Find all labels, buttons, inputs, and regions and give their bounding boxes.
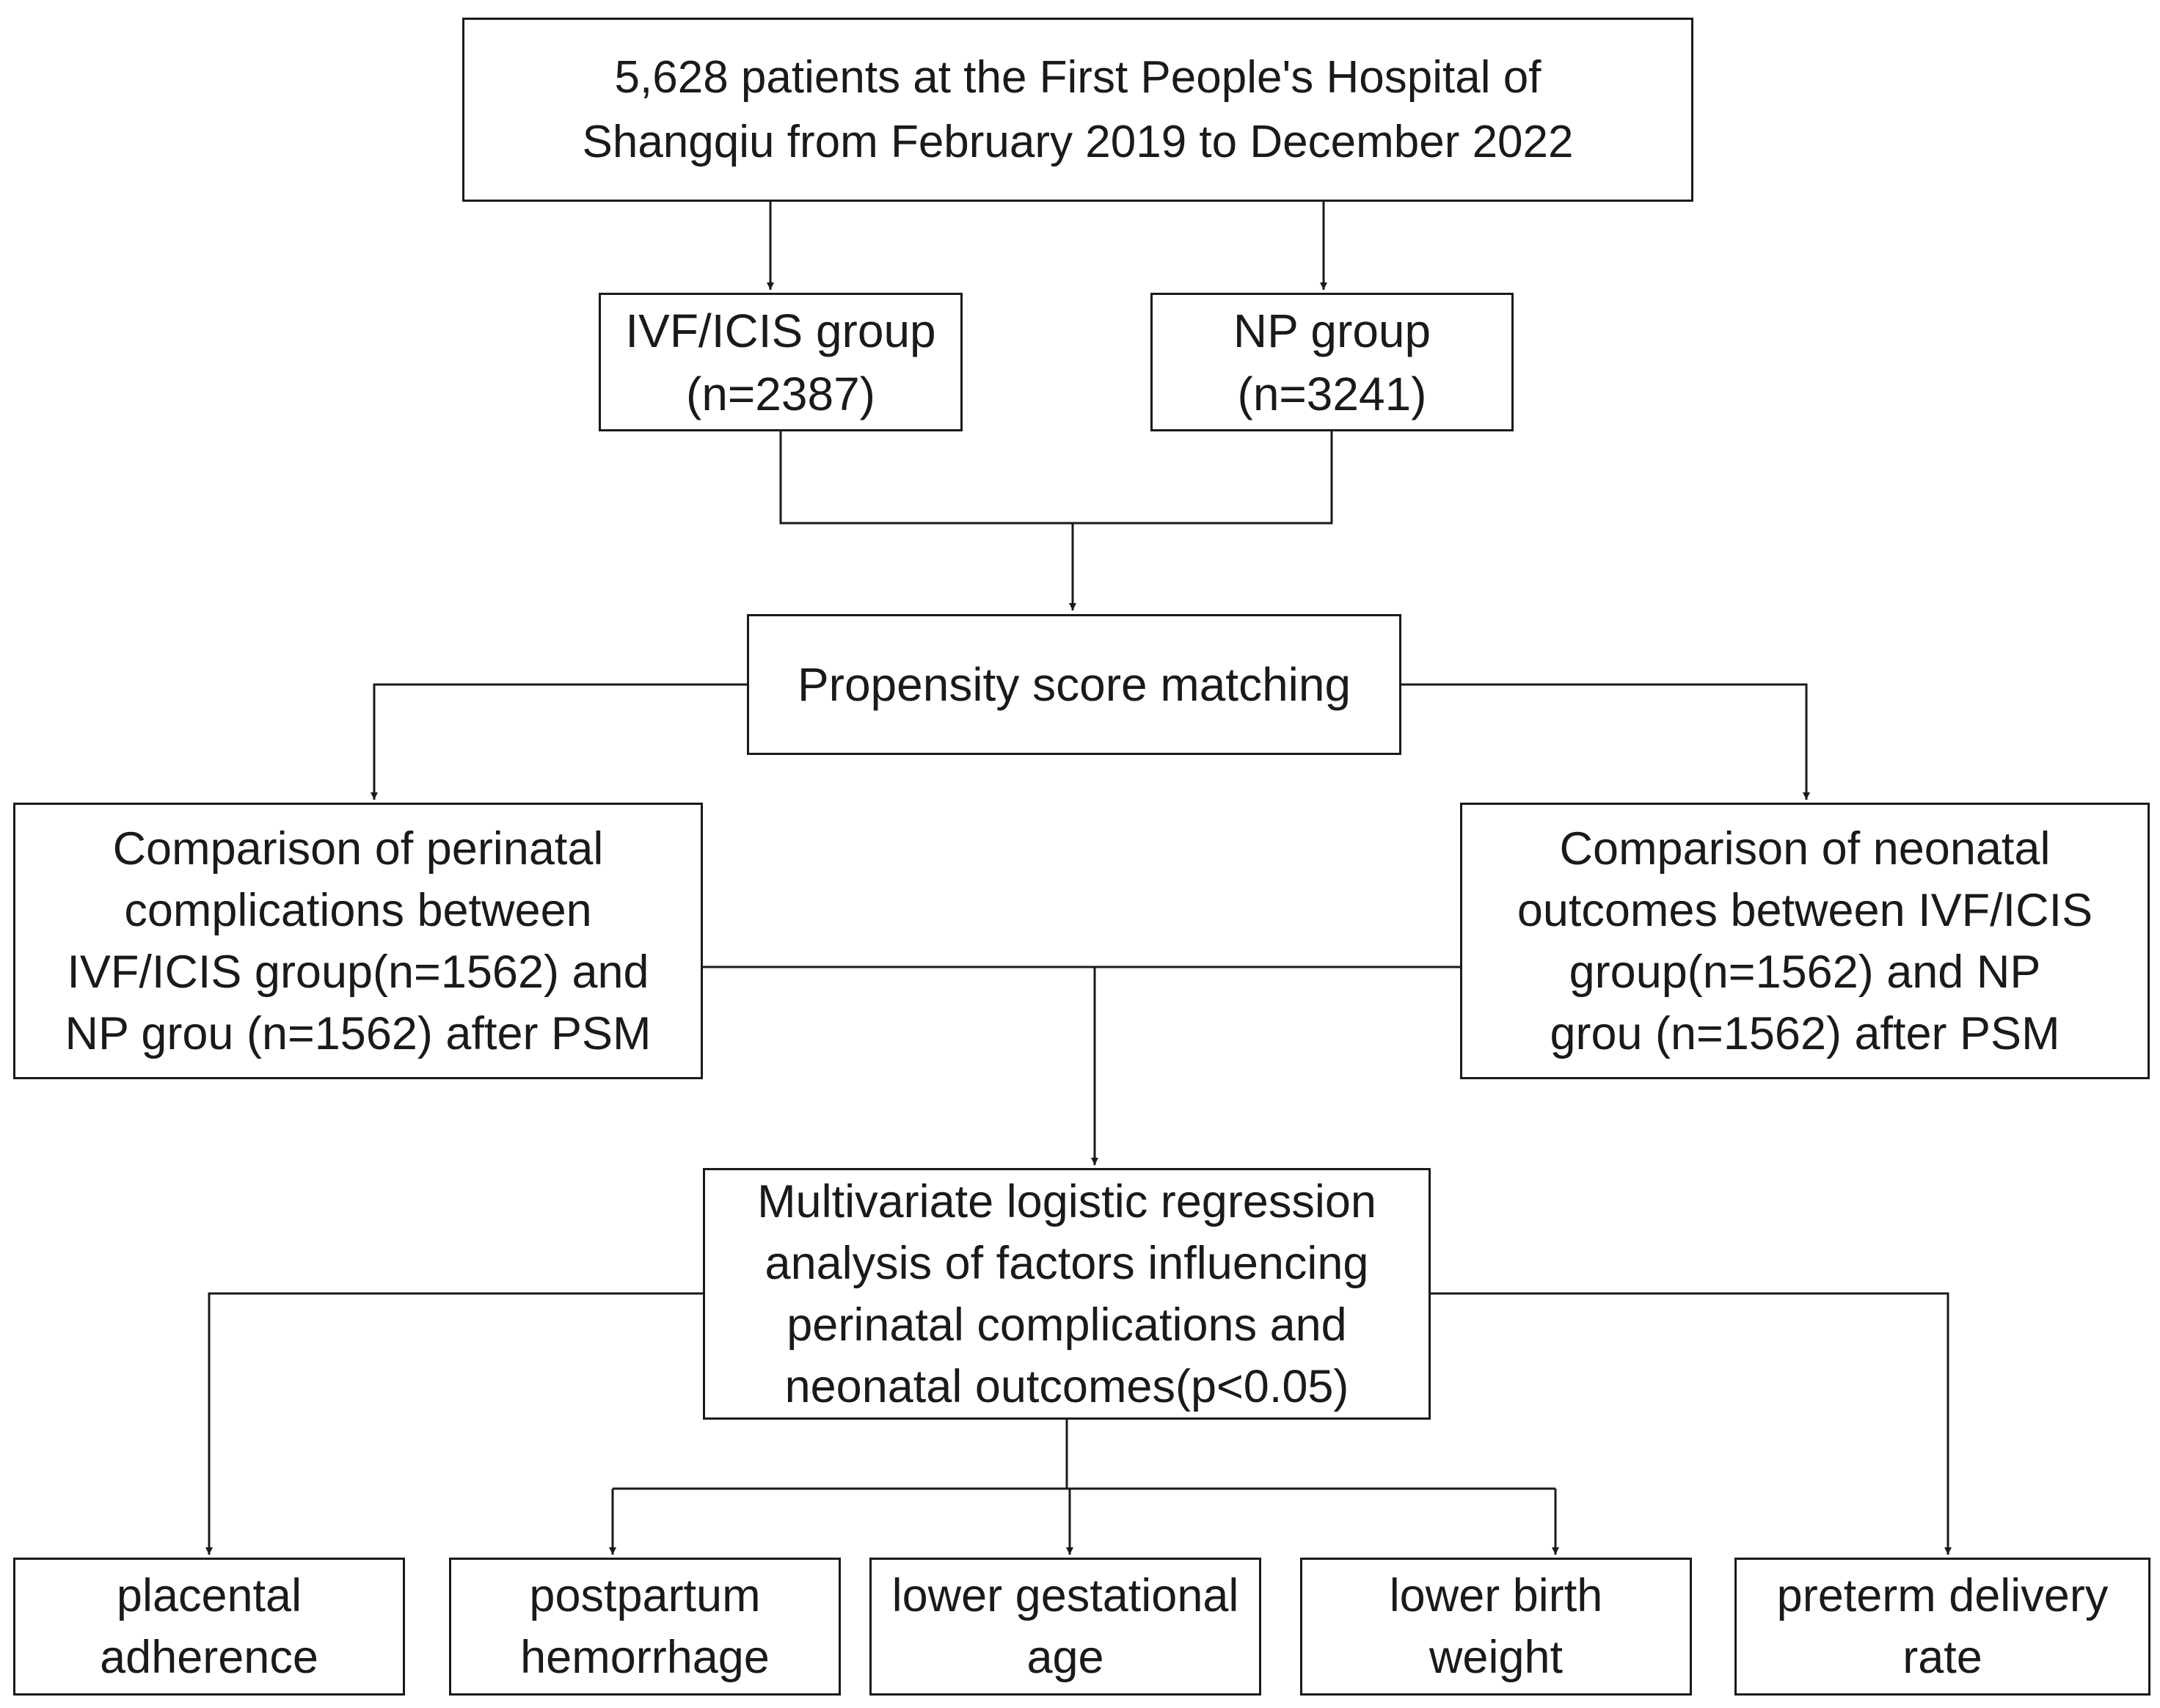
- perinatal-line-1: Comparison of perinatal: [112, 822, 604, 875]
- ivf-group-box: IVF/ICIS group (n=2387): [599, 293, 963, 431]
- neonatal-line-2: outcomes between IVF/ICIS: [1517, 884, 2093, 936]
- np-group-line-1: NP group: [1233, 304, 1431, 357]
- arrow-psm-to-neonatal: [1401, 683, 1810, 800]
- placental-line-1: placental: [116, 1570, 302, 1621]
- propensity-score-matching-box: Propensity score matching: [747, 614, 1401, 755]
- birth-weight-line-1: lower birth: [1389, 1570, 1603, 1621]
- np-group-box: NP group (n=3241): [1150, 293, 1514, 431]
- gestational-line-1: lower gestational: [891, 1570, 1239, 1621]
- placental-line-2: adherence: [100, 1632, 318, 1683]
- connector-groups-merge: [779, 431, 1333, 525]
- neonatal-line-4: grou (n=1562) after PSM: [1550, 1007, 2060, 1059]
- regression-line-4: neonatal outcomes(p<0.05): [784, 1360, 1349, 1412]
- birth-weight-line-2: weight: [1429, 1632, 1564, 1683]
- neonatal-comparison-box: Comparison of neonatal outcomes between …: [1460, 803, 2150, 1079]
- source-line-1: 5,628 patients at the First People's Hos…: [614, 51, 1541, 103]
- source-population-box: 5,628 patients at the First People's Hos…: [462, 18, 1693, 202]
- preterm-line-2: rate: [1902, 1632, 1982, 1683]
- regression-analysis-box: Multivariate logistic regression analysi…: [703, 1168, 1431, 1420]
- arrow-regression-to-preterm: [1431, 1292, 1952, 1555]
- postpartum-hemorrhage-box: postpartum hemorrhage: [449, 1558, 841, 1696]
- regression-line-1: Multivariate logistic regression: [757, 1175, 1376, 1227]
- postpartum-line-2: hemorrhage: [520, 1632, 770, 1683]
- ivf-group-line-1: IVF/ICIS group: [625, 304, 936, 357]
- perinatal-line-2: complications between: [124, 884, 592, 936]
- perinatal-line-4: NP grou (n=1562) after PSM: [65, 1007, 652, 1059]
- perinatal-comparison-box: Comparison of perinatal complications be…: [13, 803, 703, 1079]
- perinatal-line-3: IVF/ICIS group(n=1562) and: [67, 946, 649, 998]
- postpartum-line-1: postpartum: [529, 1570, 761, 1621]
- psm-line-1: Propensity score matching: [797, 658, 1351, 711]
- neonatal-line-1: Comparison of neonatal: [1559, 822, 2051, 875]
- arrow-regression-to-placental: [205, 1292, 703, 1555]
- gestational-line-2: age: [1026, 1632, 1104, 1683]
- source-line-2: Shangqiu from February 2019 to December …: [582, 116, 1574, 167]
- regression-line-2: analysis of factors influencing: [765, 1237, 1369, 1289]
- placental-adherence-box: placental adherence: [13, 1558, 405, 1696]
- neonatal-line-3: group(n=1562) and NP: [1569, 946, 2041, 998]
- preterm-delivery-rate-box: preterm delivery rate: [1734, 1558, 2150, 1696]
- regression-line-3: perinatal complications and: [787, 1299, 1347, 1351]
- lower-birth-weight-box: lower birth weight: [1300, 1558, 1692, 1696]
- ivf-group-line-2: (n=2387): [686, 367, 875, 420]
- lower-gestational-age-box: lower gestational age: [869, 1558, 1261, 1696]
- np-group-line-2: (n=3241): [1237, 367, 1427, 420]
- arrow-psm-to-perinatal: [371, 683, 747, 800]
- preterm-line-1: preterm delivery: [1776, 1570, 2109, 1621]
